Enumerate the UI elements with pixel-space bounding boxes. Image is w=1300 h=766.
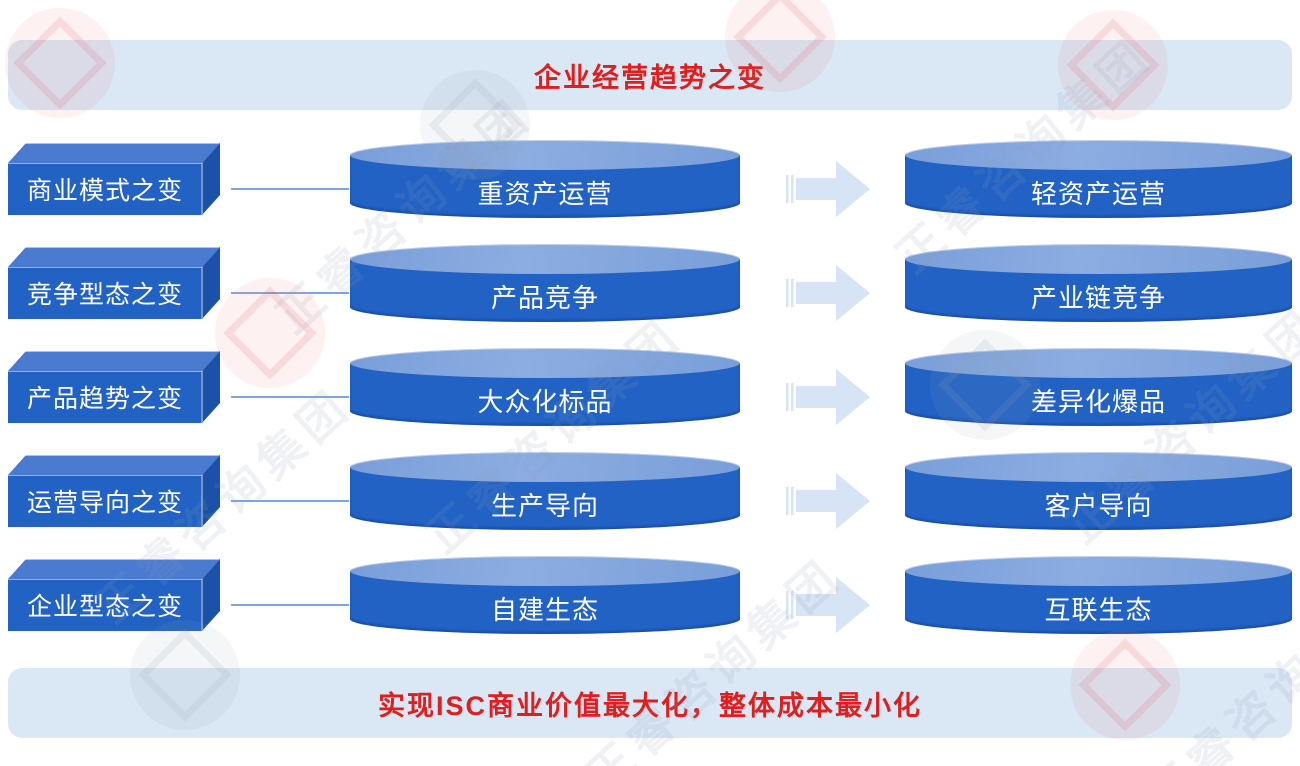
- cylinder-top-face: [350, 556, 740, 586]
- connector-line: [231, 292, 349, 294]
- to-cylinder: 差异化爆品: [905, 348, 1292, 426]
- cylinder-top-face: [905, 140, 1292, 170]
- to-label: 轻资产运营: [1030, 179, 1166, 209]
- cylinder-top-face: [350, 140, 740, 170]
- category-label: 企业型态之变: [26, 593, 183, 621]
- conclusion-text: 实现ISC商业价值最大化，整体成本最小化: [377, 690, 922, 721]
- cylinder-top-face: [905, 556, 1292, 586]
- category-box: 产品趋势之变: [8, 351, 221, 423]
- box-front-face: 运营导向之变: [8, 475, 202, 527]
- arrow-right-icon: [786, 577, 870, 633]
- cylinder-top-face: [905, 348, 1292, 378]
- connector-line: [231, 396, 349, 398]
- from-cylinder: 生产导向: [350, 452, 740, 530]
- box-front-face: 竞争型态之变: [8, 267, 202, 319]
- to-cylinder: 客户导向: [905, 452, 1292, 530]
- to-cylinder: 互联生态: [905, 556, 1292, 634]
- trend-row-enterprise: 企业型态之变 自建生态 互联生态: [0, 552, 1300, 658]
- box-front-face: 商业模式之变: [8, 163, 202, 215]
- arrow-right-icon: [786, 265, 870, 321]
- arrow-right-icon: [786, 161, 870, 217]
- to-label: 客户导向: [1044, 491, 1153, 521]
- category-label: 产品趋势之变: [26, 385, 183, 413]
- to-cylinder: 产业链竞争: [905, 244, 1292, 322]
- to-cylinder: 轻资产运营: [905, 140, 1292, 218]
- cylinder-top-face: [350, 452, 740, 482]
- cylinder-top-face: [905, 452, 1292, 482]
- from-cylinder: 产品竞争: [350, 244, 740, 322]
- box-top-face: [8, 559, 221, 579]
- connector-line: [231, 188, 349, 190]
- category-box: 运营导向之变: [8, 455, 221, 527]
- category-label: 商业模式之变: [26, 177, 183, 205]
- box-top-face: [8, 351, 221, 371]
- connector-line: [231, 500, 349, 502]
- from-label: 大众化标品: [477, 387, 613, 417]
- arrow-right-icon: [786, 369, 870, 425]
- category-box: 企业型态之变: [8, 559, 221, 631]
- box-top-face: [8, 455, 221, 475]
- trend-row-competition: 竞争型态之变 产品竞争 产业链竞争: [0, 240, 1300, 346]
- cylinder-top-face: [350, 244, 740, 274]
- category-label: 运营导向之变: [26, 489, 183, 517]
- box-front-face: 企业型态之变: [8, 579, 202, 631]
- to-label: 互联生态: [1044, 595, 1153, 625]
- category-label: 竞争型态之变: [26, 281, 183, 309]
- from-label: 产品竞争: [490, 283, 599, 313]
- diagram-title: 企业经营趋势之变: [534, 62, 766, 93]
- connector-line: [231, 604, 349, 606]
- arrow-right-icon: [786, 473, 870, 529]
- trend-row-product: 产品趋势之变 大众化标品 差异化爆品: [0, 344, 1300, 450]
- category-box: 竞争型态之变: [8, 247, 221, 319]
- cylinder-top-face: [905, 244, 1292, 274]
- box-top-face: [8, 247, 221, 267]
- from-cylinder: 重资产运营: [350, 140, 740, 218]
- conclusion-banner: 实现ISC商业价值最大化，整体成本最小化: [8, 668, 1292, 738]
- to-label: 产业链竞争: [1030, 283, 1166, 313]
- title-banner: 企业经营趋势之变: [8, 40, 1292, 110]
- box-front-face: 产品趋势之变: [8, 371, 202, 423]
- from-cylinder: 大众化标品: [350, 348, 740, 426]
- to-label: 差异化爆品: [1030, 387, 1166, 417]
- box-top-face: [8, 143, 221, 163]
- from-cylinder: 自建生态: [350, 556, 740, 634]
- from-label: 生产导向: [490, 491, 599, 521]
- trend-row-business-model: 商业模式之变 重资产运营 轻资产运营: [0, 136, 1300, 242]
- from-label: 重资产运营: [477, 179, 613, 209]
- trend-row-operation: 运营导向之变 生产导向 客户导向: [0, 448, 1300, 554]
- category-box: 商业模式之变: [8, 143, 221, 215]
- cylinder-top-face: [350, 348, 740, 378]
- from-label: 自建生态: [490, 595, 599, 625]
